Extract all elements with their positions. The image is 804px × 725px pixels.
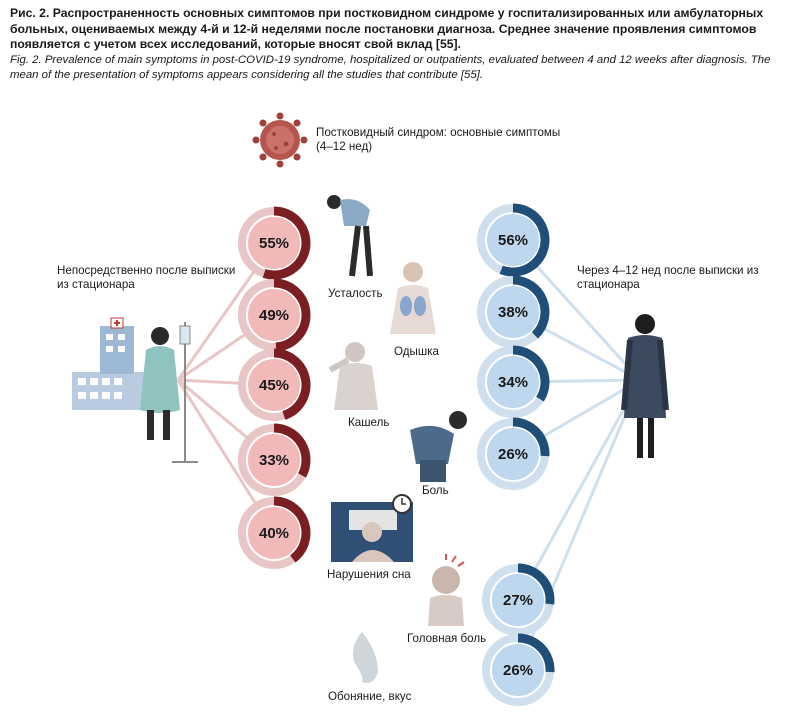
symptom-label-cough: Кашель (348, 416, 390, 429)
right-ring: 34% (477, 345, 550, 418)
left-ring-arc (273, 348, 311, 420)
symptom-label-sleep: Нарушения сна (327, 568, 411, 581)
smell-taste-figure-icon (353, 632, 378, 683)
fatigue-figure-icon (327, 195, 373, 277)
left-ring: 45% (238, 348, 311, 421)
right-ring: 56% (477, 203, 550, 277)
right-ring-fill (485, 212, 541, 268)
right-group-label: Через 4–12 нед после выписки из стациона… (577, 264, 759, 291)
woman-figure-icon (621, 314, 669, 458)
left-group-label: Непосредственно после выписки из стацион… (57, 264, 236, 291)
symptom-label-dyspnea: Одышка (394, 345, 439, 358)
right-ring-fill (485, 354, 541, 410)
virus-icon (252, 112, 308, 168)
left-ring-value: 40% (259, 525, 289, 542)
left-ring-value: 55% (259, 235, 289, 252)
left-ring-arc (273, 278, 311, 352)
right-ring-fill (490, 642, 546, 698)
right-ring: 26% (477, 417, 550, 490)
left-ring-fill (246, 505, 302, 561)
right-ring-arc (512, 275, 550, 339)
right-ring-arc (512, 417, 550, 457)
right-ring: 38% (477, 275, 550, 348)
caption-en: Fig. 2. Prevalence of main symptoms in p… (10, 54, 771, 81)
cough-figure-icon (328, 342, 378, 410)
hospital-building-icon (72, 317, 144, 410)
right-ring-fill (485, 426, 541, 482)
sleep-figure-icon (331, 494, 413, 562)
left-ring-fill (246, 287, 302, 343)
iv-stand-icon (172, 322, 198, 463)
left-ring-fill (246, 357, 302, 413)
symptom-label-smell-taste: Обоняние, вкус (328, 690, 412, 703)
right-ring-value: 27% (503, 592, 533, 609)
right-ring-arc (517, 633, 555, 673)
headache-figure-icon (428, 554, 465, 626)
patient-figure-icon (140, 327, 180, 440)
left-ring: 55% (238, 206, 311, 280)
symptom-label-headache: Головная боль (407, 632, 487, 645)
right-ring-group: 56% 38% 34% 26% 27% 26% (477, 203, 555, 706)
right-connector-line (516, 379, 642, 601)
left-ring-value: 33% (259, 452, 289, 469)
left-ring: 40% (238, 496, 311, 569)
right-ring-arc (517, 563, 555, 605)
right-ring-value: 56% (498, 232, 528, 249)
left-ring-value: 45% (259, 377, 289, 394)
left-ring-value: 49% (259, 307, 289, 324)
right-ring-arc (499, 203, 550, 277)
left-ring-fill (246, 432, 302, 488)
left-ring: 33% (238, 423, 311, 496)
left-ring-arc (273, 496, 311, 563)
right-ring-fill (490, 572, 546, 628)
right-ring-fill (485, 284, 541, 340)
symptom-label-pain: Боль (422, 484, 449, 497)
right-ring-value: 26% (503, 662, 533, 679)
right-ring-arc (512, 345, 550, 402)
right-ring-value: 38% (498, 304, 528, 321)
left-ring-arc (273, 423, 311, 478)
left-ring-fill (246, 215, 302, 271)
lungs-figure-icon (390, 262, 436, 334)
right-ring-value: 34% (498, 374, 528, 391)
left-ring-arc (262, 206, 311, 280)
pain-figure-icon (410, 411, 467, 482)
symptom-label-fatigue: Усталость (328, 287, 383, 300)
caption-ru: Рис. 2. Распространенность основных симп… (10, 6, 764, 51)
right-ring-value: 26% (498, 446, 528, 463)
header-title: Постковидный синдром: основные симптомы … (316, 126, 561, 153)
right-ring: 26% (482, 633, 555, 706)
left-ring: 49% (238, 278, 311, 352)
left-ring-group: 55% 49% 45% 33% 40% (238, 206, 311, 569)
right-ring: 27% (482, 563, 555, 636)
